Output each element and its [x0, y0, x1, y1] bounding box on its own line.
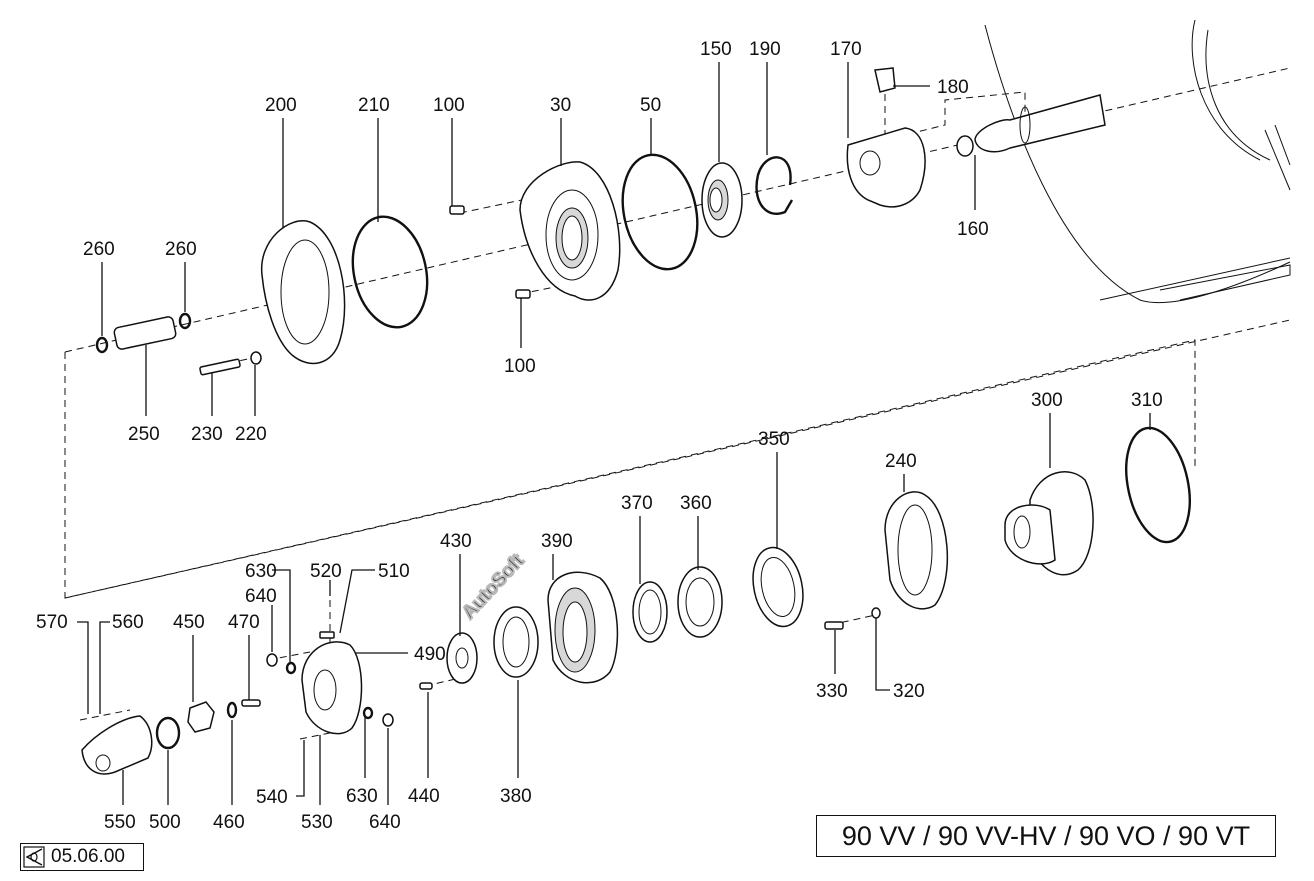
callout-240: 240 [885, 451, 917, 472]
drum-housing [956, 19, 1291, 304]
callout-630-top: 630 [245, 561, 277, 582]
callout-150: 150 [700, 39, 732, 60]
callout-50: 50 [640, 95, 661, 116]
callout-430: 430 [440, 531, 472, 552]
part-190-circlip [755, 156, 794, 215]
callout-260-left: 260 [83, 239, 115, 260]
callout-210: 210 [358, 95, 390, 116]
callout-170: 170 [830, 39, 862, 60]
page-reference-box[interactable]: 05.06.00 [20, 843, 144, 871]
callout-570: 570 [36, 612, 68, 633]
callout-250: 250 [128, 424, 160, 445]
callout-360: 360 [680, 493, 712, 514]
part-490-cover [301, 631, 363, 735]
callout-labels: 200 210 100 30 50 150 190 170 180 160 26… [36, 39, 1163, 833]
part-50-o-ring [621, 153, 699, 271]
part-310-o-ring [1125, 426, 1191, 544]
part-150-bearing [701, 162, 743, 238]
callout-370: 370 [621, 493, 653, 514]
callout-leaders [77, 62, 1151, 805]
callout-320: 320 [893, 681, 925, 702]
callout-310: 310 [1131, 390, 1163, 411]
callout-30: 30 [550, 95, 571, 116]
part-200-flange [261, 220, 346, 365]
callout-500: 500 [149, 812, 181, 833]
callout-100-top: 100 [433, 95, 465, 116]
callout-470: 470 [228, 612, 260, 633]
small-parts-upper [95, 205, 531, 376]
callout-630-bottom: 630 [346, 786, 378, 807]
callout-380: 380 [500, 786, 532, 807]
callout-540: 540 [256, 787, 288, 808]
callout-560: 560 [112, 612, 144, 633]
callout-460: 460 [213, 812, 245, 833]
model-designation-box: 90 VV / 90 VV-HV / 90 VO / 90 VT [816, 815, 1276, 857]
part-30-housing-flange [519, 161, 621, 301]
callout-640-top: 640 [245, 586, 277, 607]
page-reference-text: 05.06.00 [51, 846, 125, 867]
callout-550: 550 [104, 812, 136, 833]
callout-220: 220 [235, 424, 267, 445]
callout-260-right: 260 [165, 239, 197, 260]
callout-450: 450 [173, 612, 205, 633]
callout-530: 530 [301, 812, 333, 833]
part-240-flange [884, 491, 949, 610]
part-300-hub [1004, 471, 1094, 576]
callout-160: 160 [957, 219, 989, 240]
model-designation-text: 90 VV / 90 VV-HV / 90 VO / 90 VT [841, 821, 1251, 851]
view-eye-icon [23, 846, 45, 868]
callout-490: 490 [414, 644, 446, 665]
callout-640-bottom: 640 [369, 812, 401, 833]
callout-200: 200 [265, 95, 297, 116]
callout-230: 230 [191, 424, 223, 445]
callout-100-bottom: 100 [504, 356, 536, 377]
callout-520: 520 [310, 561, 342, 582]
callout-330: 330 [816, 681, 848, 702]
callout-350: 350 [758, 429, 790, 450]
callout-440: 440 [408, 786, 440, 807]
callout-190: 190 [749, 39, 781, 60]
callout-300: 300 [1031, 390, 1063, 411]
part-210-o-ring [351, 215, 429, 329]
part-550-motor [81, 607, 881, 775]
part-390-housing [547, 571, 619, 684]
callout-510: 510 [378, 561, 410, 582]
callout-180: 180 [937, 77, 969, 98]
callout-390: 390 [541, 531, 573, 552]
part-170-clamp [846, 67, 926, 208]
